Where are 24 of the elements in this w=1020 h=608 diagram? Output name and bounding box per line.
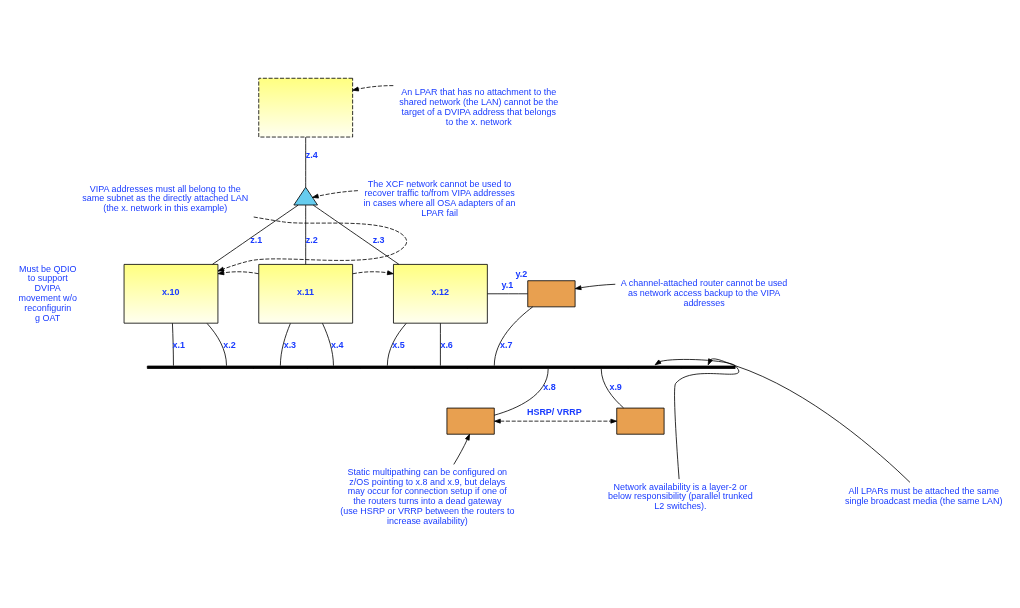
edge-label: x.6 [440,339,453,350]
node-text: Static multipathing can be configured on z/OS pointing to x.8 and x.9, but delays may occur for connection setup if one of the routers turns into a dead gateway (use HSRP or VRRP between the routers to increase availability) [340,466,515,526]
node-text: VIPA addresses must all belong to the same subnet as the directly attached LAN (the x. network in this example) [82,183,249,214]
edge-label: x.7 [500,339,513,350]
edge-label: x.8 [543,381,556,392]
edge-label: z.2 [305,235,318,246]
edge-label: z.4 [305,150,318,161]
edge-label: z.1 [250,235,263,246]
edge-label: y.1 [501,279,514,290]
node-text: The XCF network cannot be used to recover traffic to/from VIPA addresses in cases where all OSA adapters of an LPAR fail [363,178,516,219]
label: Must be QDIO to support DVIPA movement w/o reconfiguring OAT [18,263,77,323]
node-text: Network availability is a layer-2 or below responsibility (parallel trunked L2 switches). [608,481,753,512]
node-text: A channel-attached router cannot be used as network access backup to the VIPA addresses [620,278,788,308]
node-text: An LPAR that has no attachment to the shared network (the LAN) cannot be the target of a DVIPA address that belongs to the x. network [399,87,559,127]
node-label: y.2 [515,269,528,280]
edge-label: x.9 [609,381,622,392]
node-text: All LPARs must be attached the same single broadcast media (the same LAN) [844,486,1003,507]
edge-label: x.3 [283,339,297,350]
edge-label: HSRP/ VRRP [526,407,582,418]
edge-label: x.1 [172,339,186,350]
edge-label: z.3 [372,235,385,246]
edge-label: x.4 [331,339,344,350]
edge-label: x.5 [392,339,405,350]
edge-label: x.2 [223,339,236,350]
